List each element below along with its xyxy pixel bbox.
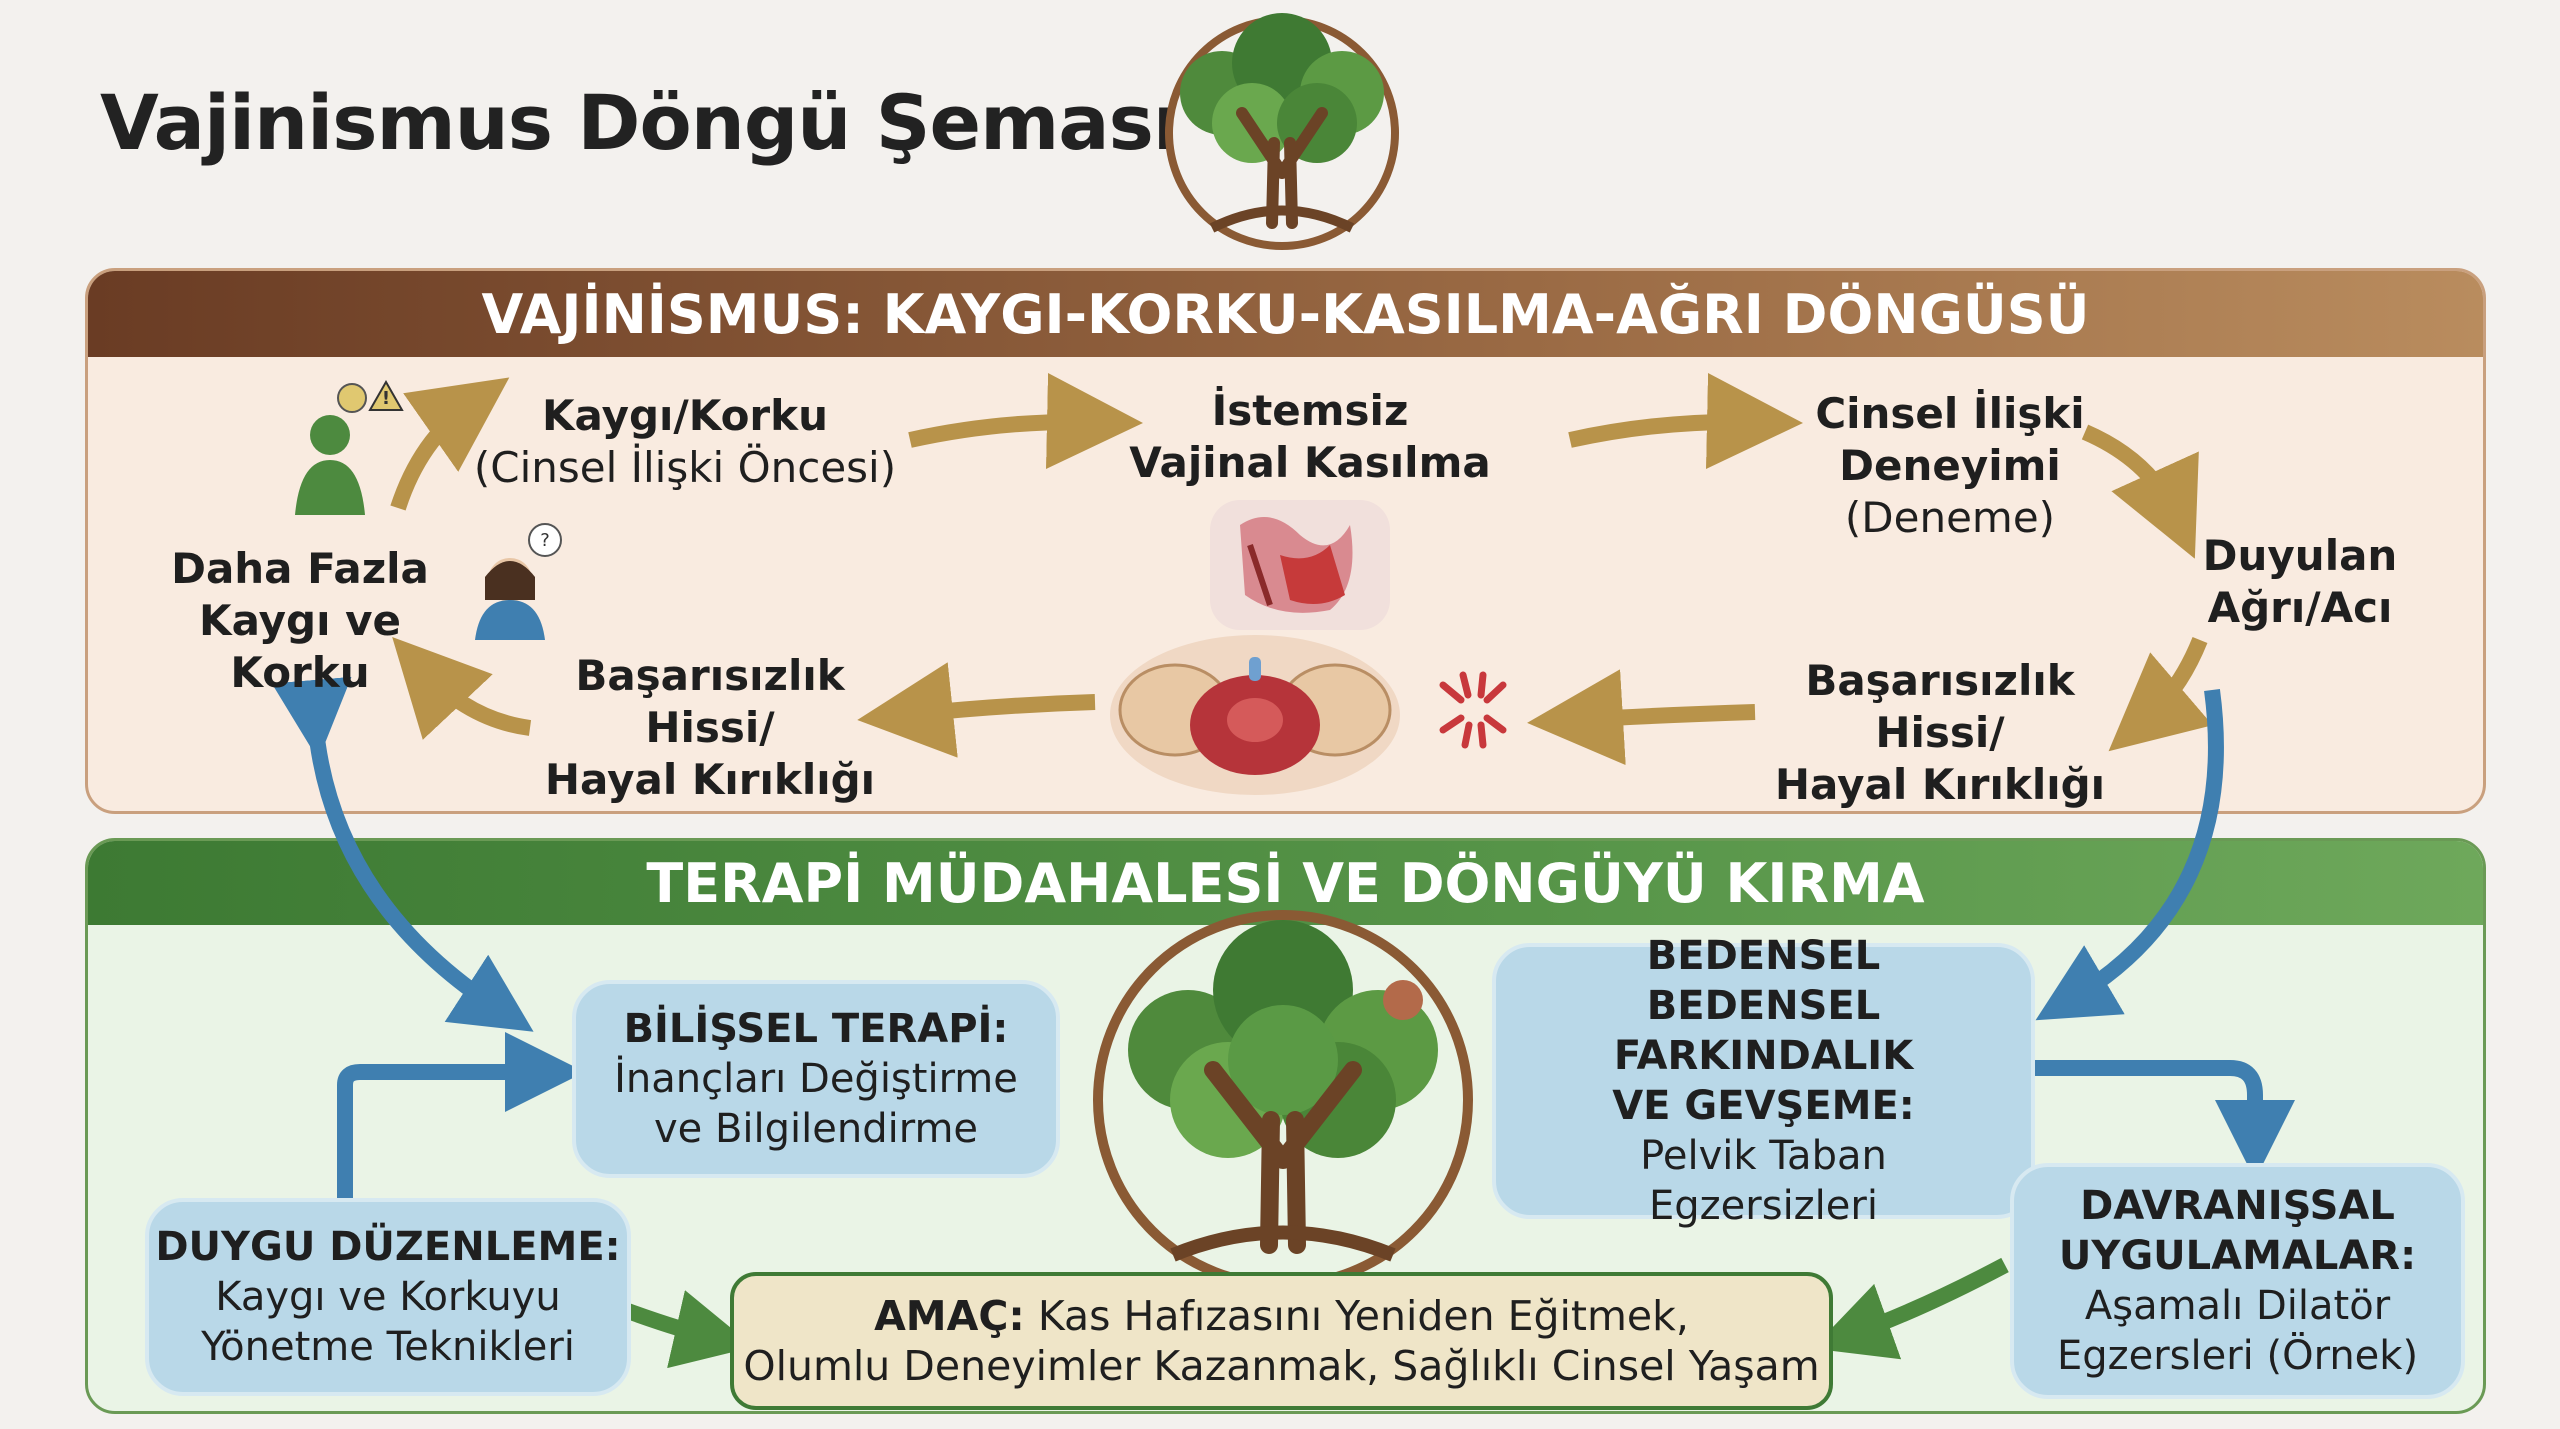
failure-right-label: Başarısızlık Hissi/ Hayal Kırıklığı bbox=[1740, 655, 2140, 811]
body-title1: BEDENSEL bbox=[1646, 933, 1881, 979]
emotion-line1: Kaygı ve Korkuyu bbox=[215, 1274, 561, 1320]
body-line1: Pelvik Taban bbox=[1640, 1133, 1887, 1179]
attempt-label: Cinsel İlişki Deneyimi (Deneme) bbox=[1790, 388, 2110, 544]
cognitive-title: BİLİŞSEL TERAPİ: bbox=[623, 1006, 1009, 1052]
contraction-line2: Vajinal Kasılma bbox=[1129, 438, 1491, 487]
pain-label: Duyulan Ağrı/Acı bbox=[2180, 530, 2420, 634]
behavior-line1: Aşamalı Dilatör bbox=[2084, 1283, 2391, 1329]
contraction-line1: İstemsiz bbox=[1211, 386, 1409, 435]
therapy-header: TERAPİ MÜDAHALESİ VE DÖNGÜYÜ KIRMA bbox=[646, 851, 1925, 915]
anxiety-sub: (Cinsel İlişki Öncesi) bbox=[473, 443, 897, 492]
pain-line1: Duyulan bbox=[2202, 531, 2398, 580]
behavior-line2: Egzersleri (Örnek) bbox=[2056, 1333, 2419, 1379]
body-awareness-box: BEDENSEL BEDENSEL FARKINDALIK VE GEVŞEME… bbox=[1492, 933, 2035, 1229]
failure-left-line1: Başarısızlık Hissi/ bbox=[575, 651, 845, 752]
emotion-regulation-box: DUYGU DÜZENLEME: Kaygı ve Korkuyu Yönetm… bbox=[145, 1198, 631, 1396]
failure-right-line2: Hayal Kırıklığı bbox=[1774, 760, 2106, 809]
contraction-label: İstemsiz Vajinal Kasılma bbox=[1110, 385, 1510, 489]
goal-box: AMAÇ: Kas Hafızasını Yeniden Eğitmek, Ol… bbox=[730, 1272, 1833, 1410]
body-title2: BEDENSEL FARKINDALIK bbox=[1613, 983, 1914, 1079]
pain-line2: Ağrı/Acı bbox=[2207, 583, 2393, 632]
body-line2: Egzersizleri bbox=[1649, 1183, 1878, 1229]
attempt-line2: Deneyimi bbox=[1839, 441, 2061, 490]
emotion-title: DUYGU DÜZENLEME: bbox=[155, 1224, 621, 1270]
cycle-header-bar: VAJİNİSMUS: KAYGI-KORKU-KASILMA-AĞRI DÖN… bbox=[88, 271, 2483, 357]
more-fear-line2: Kaygı ve Korku bbox=[199, 596, 401, 697]
emotion-line2: Yönetme Teknikleri bbox=[201, 1324, 575, 1370]
failure-left-label: Başarısızlık Hissi/ Hayal Kırıklığı bbox=[505, 650, 915, 806]
cognitive-therapy-box: BİLİŞSEL TERAPİ: İnançları Değiştirme ve… bbox=[572, 980, 1060, 1178]
behavior-title1: DAVRANIŞSAL bbox=[2080, 1183, 2395, 1229]
anxiety-label: Kaygı/Korku (Cinsel İlişki Öncesi) bbox=[470, 390, 900, 494]
goal-title: AMAÇ: bbox=[874, 1292, 1025, 1340]
therapy-header-bar: TERAPİ MÜDAHALESİ VE DÖNGÜYÜ KIRMA bbox=[88, 841, 2483, 925]
attempt-line1: Cinsel İlişki bbox=[1815, 389, 2085, 438]
cycle-header: VAJİNİSMUS: KAYGI-KORKU-KASILMA-AĞRI DÖN… bbox=[481, 282, 2090, 346]
failure-right-line1: Başarısızlık Hissi/ bbox=[1805, 656, 2075, 757]
attempt-sub: (Deneme) bbox=[1844, 493, 2056, 542]
goal-line1: Kas Hafızasını Yeniden Eğitmek, bbox=[1037, 1292, 1689, 1340]
goal-line2: Olumlu Deneyimler Kazanmak, Sağlıklı Cin… bbox=[743, 1342, 1820, 1390]
page-title: Vajinismus Döngü Şeması bbox=[100, 78, 1179, 167]
cognitive-line2: ve Bilgilendirme bbox=[653, 1106, 979, 1152]
body-title3: VE GEVŞEME: bbox=[1612, 1083, 1915, 1129]
cognitive-line1: İnançları Değiştirme bbox=[614, 1056, 1018, 1102]
behavior-title2: UYGULAMALAR: bbox=[2058, 1233, 2417, 1279]
more-fear-label: Daha Fazla Kaygı ve Korku bbox=[130, 543, 470, 699]
behavioral-box: DAVRANIŞSAL UYGULAMALAR: Aşamalı Dilatör… bbox=[2010, 1163, 2465, 1399]
more-fear-line1: Daha Fazla bbox=[171, 544, 429, 593]
anxiety-title: Kaygı/Korku bbox=[542, 391, 828, 440]
failure-left-line2: Hayal Kırıklığı bbox=[544, 755, 876, 804]
